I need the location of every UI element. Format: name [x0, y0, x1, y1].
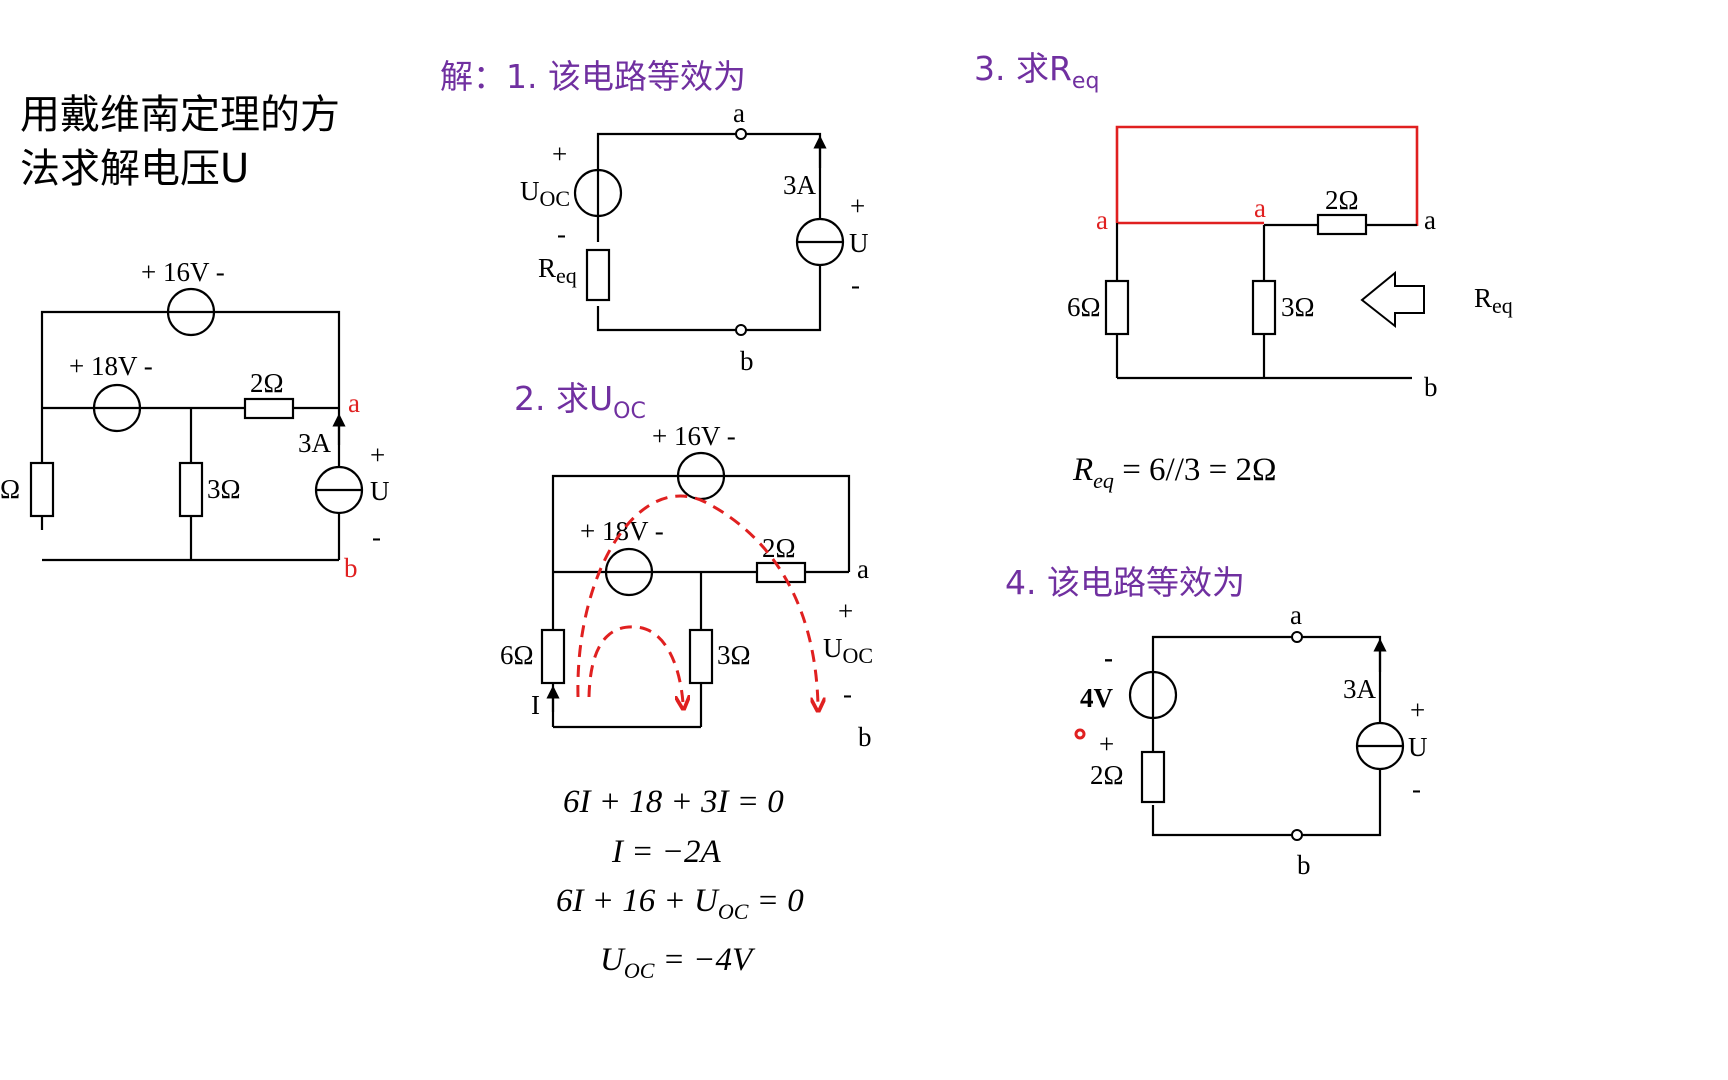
step3-node-a-mid: a	[1254, 193, 1266, 223]
label-u-plus: +	[370, 440, 385, 470]
step4-label-2ohm: 2Ω	[1090, 760, 1124, 790]
problem-section: 用戴维南定理的方 法求解电压U + 16V - + 18V - 2Ω a Ω 3…	[0, 92, 390, 583]
step4-section: 4. 该电路等效为 - 4V + 2Ω a b 3A + U -	[1005, 563, 1428, 880]
step4-u-plus: +	[1410, 695, 1425, 725]
step3-node-a-left: a	[1096, 205, 1108, 235]
label-u-minus: -	[372, 522, 381, 552]
step2-uoc-label: UOC	[823, 633, 873, 668]
step4-label-3a: 3A	[1343, 674, 1377, 704]
step1-resistor-req	[585, 248, 611, 302]
label-6ohm: Ω	[0, 474, 20, 504]
step3-resistor-6ohm	[1104, 279, 1130, 336]
step2-eq3: 6I + 16 + UOC = 0	[556, 883, 804, 924]
step2-label-3ohm: 3Ω	[717, 640, 751, 670]
step2-kvl-loop-inner	[587, 625, 683, 703]
step1-terminal-a	[735, 128, 747, 140]
step1-uoc-plus: +	[552, 139, 567, 169]
label-18v: + 18V -	[69, 351, 153, 381]
step1-u-label: U	[849, 228, 869, 258]
step1-u-minus: -	[851, 270, 860, 300]
step3-resistor-2ohm	[1316, 213, 1368, 236]
resistor-3ohm	[178, 461, 204, 518]
step1-wire-loop	[596, 132, 822, 332]
resistor-2ohm	[243, 397, 295, 420]
step4-v-plus: +	[1099, 729, 1114, 759]
step4-v-minus: -	[1104, 643, 1113, 673]
step4-u-minus: -	[1412, 774, 1421, 804]
step1-req-label: Req	[538, 253, 577, 288]
step2-resistor-3ohm	[688, 628, 714, 685]
step2-uoc-plus: +	[838, 596, 853, 626]
node-b-label: b	[344, 553, 358, 583]
step2-node-b: b	[858, 722, 872, 752]
step3-label-3ohm: 3Ω	[1281, 292, 1315, 322]
step3-label-2ohm: 2Ω	[1325, 185, 1359, 215]
step3-req-label: Req	[1474, 283, 1513, 318]
step2-label-i: I	[531, 690, 540, 720]
step2-eq2: I = −2A	[611, 834, 722, 870]
step2-eq4: UOC = −4V	[600, 942, 756, 983]
step1-terminal-b	[735, 324, 747, 336]
step2-resistor-2ohm	[755, 561, 807, 584]
step3-title: 3. 求Req	[974, 49, 1099, 94]
step4-node-b: b	[1297, 850, 1311, 880]
step4-title: 4. 该电路等效为	[1005, 563, 1245, 602]
step1-uoc-minus: -	[557, 219, 566, 249]
step2-kvl-loop-outer	[576, 494, 818, 705]
resistor-6ohm	[29, 461, 55, 518]
step2-section: 2. 求UOC + 16V - + 18V - 2Ω a 6Ω 3Ω I + U…	[500, 379, 873, 983]
label-2ohm: 2Ω	[250, 368, 284, 398]
step3-short-wire	[1115, 125, 1419, 226]
label-16v: + 16V -	[141, 257, 225, 287]
node-a-label: a	[348, 388, 360, 418]
step2-label-2ohm: 2Ω	[762, 533, 796, 563]
step4-resistor-2ohm	[1140, 750, 1166, 804]
problem-title-line1: 用戴维南定理的方	[20, 92, 340, 138]
step3-node-b: b	[1424, 372, 1438, 402]
step2-eq1: 6I + 18 + 3I = 0	[563, 784, 784, 820]
step2-title: 2. 求UOC	[514, 379, 646, 424]
step2-node-a: a	[857, 554, 869, 584]
step1-node-a: a	[733, 98, 745, 128]
step2-uoc-minus: -	[843, 679, 852, 709]
step3-arrow-icon	[1360, 270, 1425, 329]
step1-node-b: b	[740, 346, 754, 376]
cursor-dot	[1074, 728, 1086, 740]
step1-uoc-label: UOC	[520, 176, 570, 211]
step1-u-plus: +	[850, 191, 865, 221]
label-3a: 3A	[298, 428, 332, 458]
step2-label-18v: + 18V -	[580, 516, 664, 546]
step1-label-3a: 3A	[783, 170, 817, 200]
step2-label-6ohm: 6Ω	[500, 640, 534, 670]
step3-section: 3. 求Req 2Ω a a a 6Ω 3Ω b Req Req = 6//3 …	[974, 49, 1513, 493]
step1-title: 解：1. 该电路等效为	[440, 57, 746, 96]
step2-label-16v: + 16V -	[652, 421, 736, 451]
step3-resistor-3ohm	[1251, 279, 1277, 336]
step4-node-a: a	[1290, 600, 1302, 630]
step3-node-a-right: a	[1424, 205, 1436, 235]
label-u: U	[370, 476, 390, 506]
step4-u-label: U	[1408, 732, 1428, 762]
step4-terminal-b	[1291, 829, 1303, 841]
step2-resistor-6ohm	[540, 628, 566, 685]
label-3ohm: 3Ω	[207, 474, 241, 504]
problem-title-line2: 法求解电压U	[20, 146, 249, 192]
step1-section: 解：1. 该电路等效为 + UOC - Req a b 3A + U -	[440, 57, 869, 376]
problem-circuit: + 16V - + 18V - 2Ω a Ω 3Ω 3A + U -	[0, 257, 390, 583]
step4-wire-loop	[1151, 635, 1382, 837]
step4-label-4v: 4V	[1080, 683, 1114, 713]
step3-result: Req = 6//3 = 2Ω	[1072, 452, 1277, 493]
step3-label-6ohm: 6Ω	[1067, 292, 1101, 322]
step4-terminal-a	[1291, 631, 1303, 643]
